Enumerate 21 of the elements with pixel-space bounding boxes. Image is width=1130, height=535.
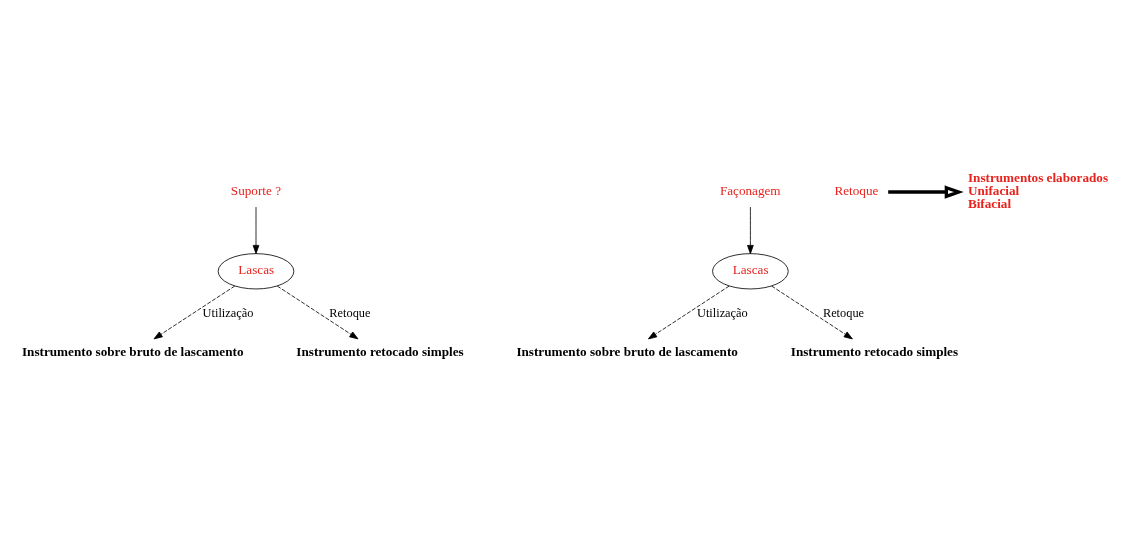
edge-label: Retoque xyxy=(329,305,371,320)
node-text: Instrumento sobre bruto de lascamento xyxy=(21,343,244,359)
arrow xyxy=(153,285,236,339)
node-ellipse: Lascas xyxy=(712,252,789,289)
node-text: Suporte ? xyxy=(230,182,281,198)
node-ellipse: Lascas xyxy=(217,252,295,289)
node-text: Instrumentos elaborados Unifacial Bifacial xyxy=(967,169,1109,211)
arrow xyxy=(276,285,359,339)
node-text: Retoque xyxy=(834,182,879,198)
arrow xyxy=(252,206,260,254)
edge-label: Utilização xyxy=(202,305,254,320)
edge-label: Utilização xyxy=(697,305,748,320)
node-text: Instrumento retocado simples xyxy=(790,343,959,359)
edge-label: Retoque xyxy=(822,305,865,320)
arrow xyxy=(771,285,853,339)
arrow xyxy=(648,285,730,339)
node-text: Instrumento sobre bruto de lascamento xyxy=(516,343,738,359)
arrow xyxy=(747,206,754,254)
node-text: Instrumento retocado simples xyxy=(296,343,464,359)
node-text: Façonagem xyxy=(719,182,781,198)
arrow xyxy=(888,184,964,199)
